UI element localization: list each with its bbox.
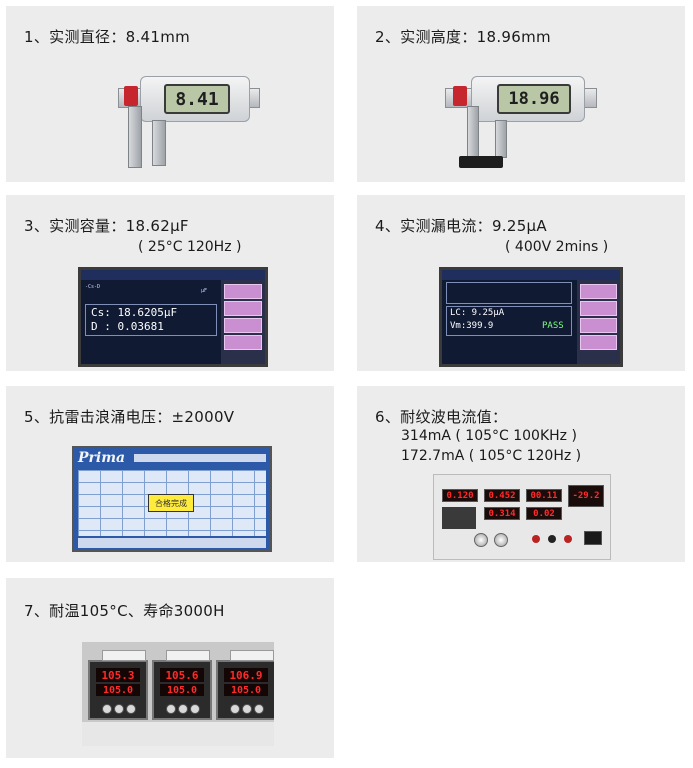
- card-title: 7、耐温105°C、寿命3000H: [24, 602, 225, 620]
- caliper-image: 18.96: [445, 66, 597, 176]
- led-display: 0.02: [526, 507, 562, 520]
- cs-readout: Cs: 18.6205μF: [91, 306, 178, 319]
- card-title: 1、实测直径：8.41mm: [24, 28, 191, 46]
- card-title: 6、耐纹波电流值：: [375, 408, 508, 426]
- caliper-lcd: 18.96: [497, 84, 571, 114]
- led-display: 0.120: [442, 489, 478, 502]
- ripple-test-bench: 0.120 0.452 00.11 0.314 0.02 -29.2: [433, 474, 611, 560]
- led-display: 0.452: [484, 489, 520, 502]
- temp-controller: 106.9 105.0: [216, 650, 274, 720]
- led-display: -29.2: [568, 485, 604, 507]
- prima-logo: Prima: [78, 450, 126, 466]
- ripple-line-1: 314mA ( 105°C 100KHz ): [401, 428, 577, 444]
- test-card-ripple: 6、耐纹波电流值： 314mA ( 105°C 100KHz ) 172.7mA…: [357, 386, 685, 562]
- surge-tester-screen: Prima 合格完成: [72, 446, 272, 552]
- d-readout: D : 0.03681: [91, 320, 164, 333]
- test-card-capacitance: 3、实测容量：18.62μF ( 25°C 120Hz ) -Cs-D μF C…: [6, 195, 334, 371]
- test-card-height: 2、实测高度：18.96mm 18.96: [357, 6, 685, 182]
- caliper-image: 8.41: [118, 66, 260, 176]
- vm-readout: Vm:399.9: [450, 321, 494, 331]
- unit-label: μF: [201, 288, 208, 294]
- ripple-line-2: 172.7mA ( 105°C 120Hz ): [401, 448, 582, 464]
- card-title: 3、实测容量：18.62μF: [24, 217, 189, 235]
- card-title: 5、抗雷击浪涌电压：±2000V: [24, 408, 235, 426]
- pass-label: 合格完成: [148, 494, 194, 512]
- card-title: 2、实测高度：18.96mm: [375, 28, 551, 46]
- pass-status: PASS: [542, 321, 564, 331]
- test-card-surge: 5、抗雷击浪涌电压：±2000V Prima 合格完成: [6, 386, 334, 562]
- oven-controllers-image: 105.3 105.0 105.6 105.0 106.9 105.0: [82, 642, 274, 746]
- test-card-endurance: 7、耐温105°C、寿命3000H 105.3 105.0 105.6 105.…: [6, 578, 334, 758]
- card-subtitle: ( 400V 2mins ): [505, 239, 609, 255]
- leakage-tester-screen: LC: 9.25μA Vm:399.9 PASS: [439, 267, 623, 367]
- temp-controller: 105.3 105.0: [88, 650, 148, 720]
- lc-readout: LC: 9.25μA: [450, 308, 505, 318]
- test-card-leakage: 4、实测漏电流：9.25μA ( 400V 2mins ) LC: 9.25μA…: [357, 195, 685, 371]
- card-subtitle: ( 25°C 120Hz ): [138, 239, 242, 255]
- lcr-meter-screen: -Cs-D μF Cs: 18.6205μF D : 0.03681: [78, 267, 268, 367]
- caliper-lcd: 8.41: [164, 84, 230, 114]
- temp-controller: 105.6 105.0: [152, 650, 212, 720]
- card-title: 4、实测漏电流：9.25μA: [375, 217, 547, 235]
- test-card-diameter: 1、实测直径：8.41mm 8.41: [6, 6, 334, 182]
- led-display: 0.314: [484, 507, 520, 520]
- led-display: 00.11: [526, 489, 562, 502]
